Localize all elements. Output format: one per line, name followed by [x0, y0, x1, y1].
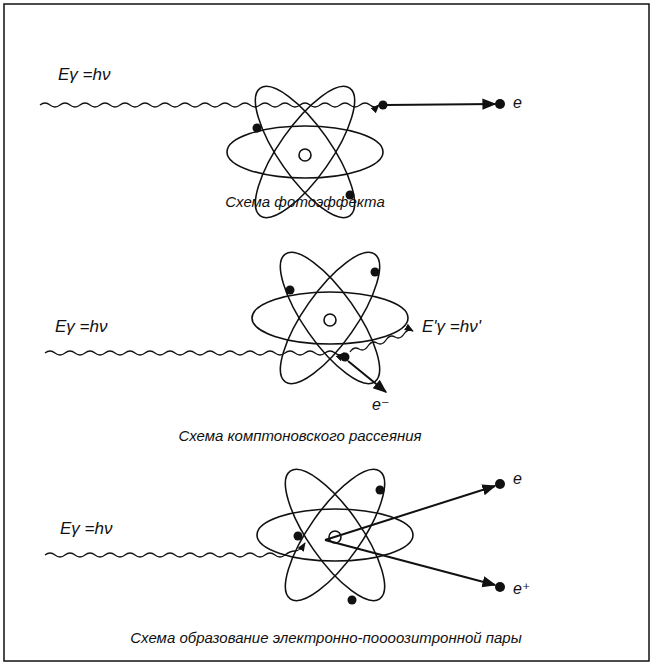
particle-label: e — [513, 470, 522, 488]
electron-dot — [253, 124, 262, 133]
scattered-photon — [350, 330, 413, 352]
electron-dot — [294, 532, 303, 541]
electron-dot — [348, 596, 357, 605]
photon-wave — [45, 543, 305, 557]
electron-dot — [286, 286, 295, 295]
photon-energy: Eγ =hν — [58, 66, 110, 85]
photon-energy: E'γ =hν' — [422, 318, 481, 337]
caption: Схема образование электронно-поооозитрон… — [130, 630, 521, 647]
atom-symbol — [257, 456, 413, 614]
electron-dot — [376, 486, 385, 495]
electron-track — [325, 486, 495, 540]
frame — [4, 4, 649, 661]
caption: Схема фотоэффекта — [225, 194, 385, 211]
particle-label: e⁺ — [513, 580, 530, 598]
positron-track — [325, 540, 495, 585]
positron-dot — [495, 582, 505, 592]
photon-energy: Eγ =hν — [60, 520, 112, 539]
electron-dot — [495, 479, 505, 489]
caption: Схема комптоновского рассеяния — [178, 428, 421, 445]
electron-track — [386, 104, 495, 105]
photon-wave — [45, 351, 344, 355]
particle-label: e — [513, 94, 522, 112]
photon-wave — [40, 103, 379, 107]
particle-label: e⁻ — [372, 396, 389, 414]
electron-dot — [371, 268, 380, 277]
electron-track — [348, 361, 386, 392]
electron-dot — [495, 99, 505, 109]
photon-energy: Eγ =hν — [55, 318, 107, 337]
atom-symbol — [252, 239, 408, 397]
